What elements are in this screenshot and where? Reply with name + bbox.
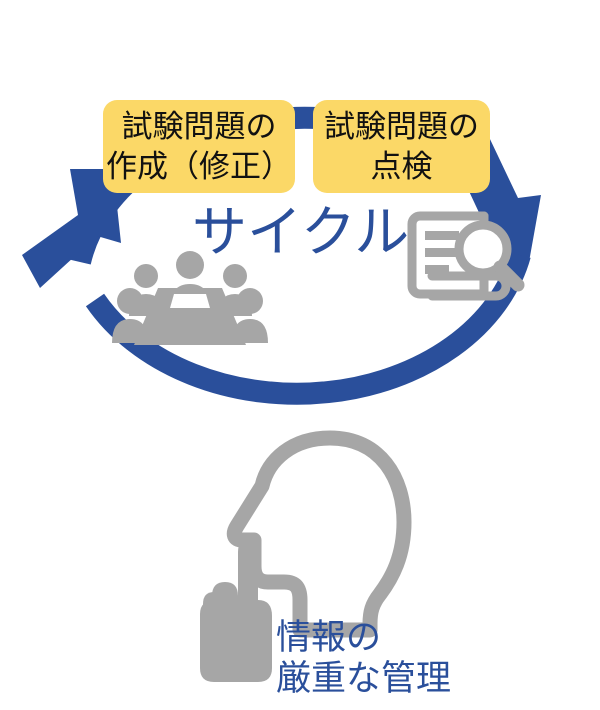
information-management-caption: 情報の 厳重な管理 <box>276 617 451 699</box>
caption-line-1: 情報の <box>276 618 382 657</box>
arrow-left-up <box>22 169 531 405</box>
arrow-left-up-shaft <box>85 252 531 405</box>
step-check-box[interactable]: 試験問題の 点検 <box>313 100 490 193</box>
meeting-person-head-lower-left <box>117 288 143 314</box>
document-text-line-3 <box>425 265 449 274</box>
arrow-left-up-head <box>22 169 121 288</box>
document-page-curl <box>427 271 511 301</box>
step-create-line-1: 試験問題の <box>121 108 277 144</box>
meeting-table <box>134 288 246 345</box>
meeting-person-head-center <box>176 251 204 279</box>
step-create-box[interactable]: 試験問題の 作成（修正） <box>103 100 295 193</box>
hand-fist <box>200 600 272 682</box>
step-check-line-2: 点検 <box>370 148 433 184</box>
document-text-line-1 <box>425 231 459 240</box>
caption-line-2: 厳重な管理 <box>276 659 452 698</box>
meeting-table-paper <box>170 294 210 308</box>
step-create-line-2: 作成（修正） <box>106 148 292 184</box>
cycle-center-label: サイクル <box>192 201 410 263</box>
pointing-hand <box>200 540 272 682</box>
meeting-person-head-upper-right <box>223 264 247 288</box>
document-text-line-2 <box>425 248 459 257</box>
step-check-line-1: 試験問題の <box>324 108 479 144</box>
magnifier-handle <box>493 260 525 292</box>
head-outline <box>226 430 412 638</box>
hand-index-finger <box>238 540 258 606</box>
magnifier-glass <box>454 220 525 292</box>
magnifier-lens <box>454 220 512 278</box>
document-page-outline <box>407 211 489 299</box>
meeting-person-head-upper-left <box>134 264 158 288</box>
meeting-person-head-lower-right <box>237 288 263 314</box>
